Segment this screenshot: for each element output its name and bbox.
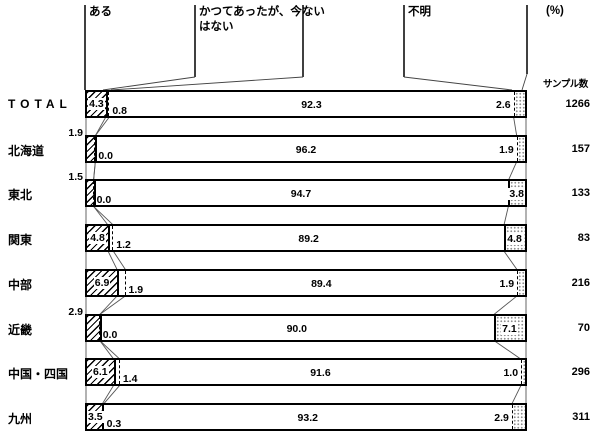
segment-aru bbox=[87, 181, 96, 206]
value-label-hanai: 89.4 bbox=[311, 277, 332, 290]
value-label-katsute: 0.0 bbox=[102, 328, 118, 341]
value-label-aru: 3.5 bbox=[87, 410, 104, 423]
value-label-katsute: 1.2 bbox=[116, 239, 131, 252]
value-label-katsute: 1.4 bbox=[122, 373, 138, 386]
value-label-aru: 4.8 bbox=[89, 232, 106, 245]
segment-katsute-boundary bbox=[92, 181, 94, 206]
sample-count: 311 bbox=[572, 410, 590, 423]
row-label: 近畿 bbox=[8, 322, 33, 337]
legend-label-fumei: 不明 bbox=[408, 6, 431, 18]
segment-fumei bbox=[513, 92, 525, 116]
segment-katsute-boundary bbox=[118, 360, 120, 385]
sample-count: 133 bbox=[571, 187, 590, 200]
row-label: 中部 bbox=[8, 277, 33, 292]
row-label: 九州 bbox=[8, 411, 33, 426]
sample-count: 1266 bbox=[565, 98, 590, 110]
legend-label-hanai: はない bbox=[199, 21, 234, 33]
segment-fumei bbox=[520, 360, 525, 385]
row-label: 中国・四国 bbox=[8, 367, 69, 382]
sample-count: 296 bbox=[571, 366, 590, 379]
segment-katsute-boundary bbox=[94, 136, 96, 161]
value-label-hanai: 89.2 bbox=[298, 233, 319, 246]
segment-fumei bbox=[516, 136, 525, 161]
value-label-aru: 1.9 bbox=[68, 126, 83, 139]
segment-katsute-boundary bbox=[124, 270, 126, 295]
sample-count-header: サンプル数 bbox=[543, 79, 588, 90]
value-label-katsute: 0.3 bbox=[106, 417, 122, 430]
value-label-hanai: 92.3 bbox=[301, 99, 322, 111]
value-label-aru: 4.3 bbox=[88, 98, 105, 110]
stacked-bar: 0.0 90.0 7.1 bbox=[85, 313, 527, 342]
row-label: 関東 bbox=[8, 233, 33, 248]
sample-count: 70 bbox=[577, 321, 590, 334]
row-label: 北海道 bbox=[8, 143, 45, 158]
segment-aru bbox=[87, 136, 98, 161]
segment-aru bbox=[87, 360, 116, 385]
segment-aru bbox=[87, 315, 102, 340]
chart-row: 東北 1.5 0.0 94.7 3.8 133 bbox=[0, 171, 600, 208]
value-label-hanai: 90.0 bbox=[286, 322, 307, 335]
segment-fumei bbox=[516, 270, 525, 295]
stacked-bar: 0.0 96.2 1.9 bbox=[85, 134, 527, 163]
segment-fumei bbox=[512, 404, 525, 429]
chart-row: 中国・四国 6.1 1.4 91.6 1.0 296 bbox=[0, 358, 600, 387]
segment-katsute-boundary bbox=[108, 92, 110, 116]
chart-row: 近畿 2.9 0.0 90.0 7.1 70 bbox=[0, 306, 600, 342]
value-label-katsute: 0.0 bbox=[96, 194, 112, 207]
stacked-bar: 6.1 1.4 91.6 1.0 bbox=[85, 358, 527, 387]
row-label: 東北 bbox=[8, 188, 33, 203]
chart-row: TOTAL 4.3 0.8 92.3 2.6 1266 bbox=[0, 90, 600, 118]
sample-count: 83 bbox=[577, 232, 590, 245]
chart-row: 中部 6.9 1.9 89.4 1.9 216 bbox=[0, 268, 600, 297]
stacked-bar: 6.9 1.9 89.4 1.9 bbox=[85, 268, 527, 297]
chart-row: 関東 4.8 1.2 89.2 4.8 83 bbox=[0, 224, 600, 253]
value-label-hanai: 94.7 bbox=[290, 188, 312, 201]
sample-count: 216 bbox=[571, 276, 590, 289]
chart-row: 北海道 1.9 0.0 96.2 1.9 157 bbox=[0, 127, 600, 163]
stacked-bar: 4.8 1.2 89.2 4.8 bbox=[85, 224, 527, 253]
value-label-aru: 6.9 bbox=[93, 276, 111, 289]
segment-katsute-boundary bbox=[98, 315, 100, 340]
legend-label-katsute: かつてあったが、今ない bbox=[199, 6, 325, 18]
value-label-hanai: 96.2 bbox=[295, 143, 317, 156]
segment-katsute-boundary bbox=[112, 226, 114, 251]
value-label-fumei: 1.0 bbox=[503, 367, 519, 380]
row-label: TOTAL bbox=[8, 97, 72, 111]
value-label-fumei: 7.1 bbox=[501, 322, 518, 335]
percent-unit-label: (%) bbox=[546, 5, 564, 17]
value-label-hanai: 93.2 bbox=[297, 411, 318, 424]
value-label-aru: 6.1 bbox=[92, 366, 109, 379]
value-label-katsute: 0.8 bbox=[112, 105, 127, 117]
value-label-fumei: 2.6 bbox=[496, 99, 511, 111]
stacked-bar: 0.0 94.7 3.8 bbox=[85, 179, 527, 208]
value-label-fumei: 1.9 bbox=[499, 277, 515, 290]
value-label-hanai: 91.6 bbox=[310, 367, 331, 380]
value-label-fumei: 4.8 bbox=[506, 233, 523, 246]
sample-count: 157 bbox=[571, 142, 590, 155]
stacked-bar: 4.3 0.8 92.3 2.6 bbox=[85, 90, 527, 118]
value-label-fumei: 3.8 bbox=[508, 188, 525, 201]
value-label-katsute: 1.9 bbox=[128, 283, 144, 296]
value-label-fumei: 1.9 bbox=[499, 143, 514, 156]
value-label-aru: 2.9 bbox=[68, 305, 83, 318]
value-label-fumei: 2.9 bbox=[494, 411, 509, 424]
legend-label-aru: ある bbox=[89, 6, 112, 18]
value-label-aru: 1.5 bbox=[68, 171, 83, 184]
value-label-katsute: 0.0 bbox=[98, 149, 113, 162]
